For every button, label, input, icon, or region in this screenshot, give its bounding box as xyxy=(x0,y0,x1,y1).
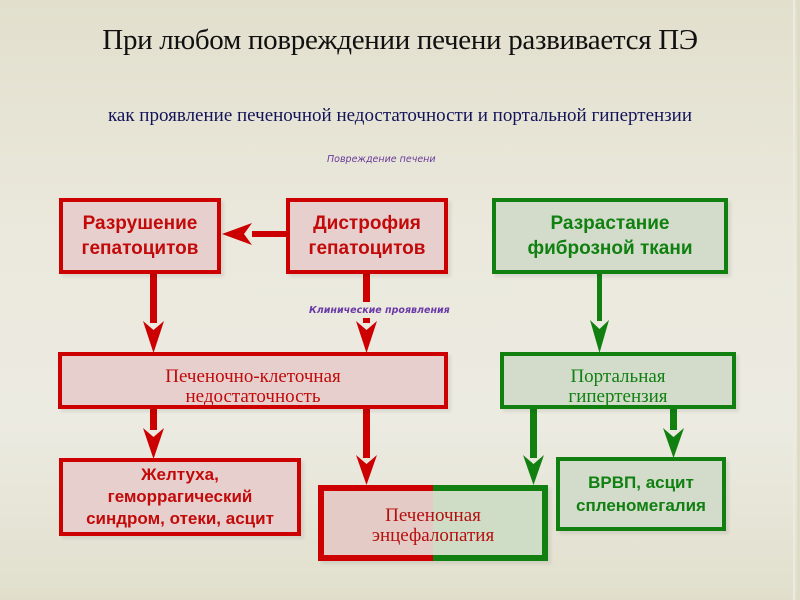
box-hepatocyte-dystrophy: Дистрофия гепатоцитов xyxy=(286,198,448,274)
slide-title: При любом повреждении печени развивается… xyxy=(102,24,698,56)
box-hepatocyte-dystrophy-text: Дистрофия гепатоцитов xyxy=(308,213,426,259)
box-fibrous-tissue-growth: Разрастание фиброзной ткани xyxy=(492,198,728,274)
arrow-portal-to-varices xyxy=(663,408,684,458)
slide-edge-band xyxy=(797,0,800,600)
box-portal-hypertension: Портальная гипертензия xyxy=(500,352,736,409)
box-fibrous-tissue-growth-text: Разрастание фиброзной ткани xyxy=(527,213,693,259)
box-hepatocyte-destruction-text: Разрушение гепатоцитов xyxy=(81,213,199,259)
arrow-liver-failure-to-jaundice xyxy=(143,408,164,459)
encephalopathy-red-half xyxy=(318,485,433,561)
arrow-portal-to-encephalopathy xyxy=(523,408,544,485)
box-portal-hypertension-text: Портальная гипертензия xyxy=(568,365,668,407)
encephalopathy-green-half xyxy=(433,485,548,561)
arrow-dystrophy-to-destruction xyxy=(222,223,288,245)
arrow-liver-failure-to-encephalopathy xyxy=(356,408,377,485)
slide-subtitle: как проявление печеночной недостаточност… xyxy=(107,105,693,126)
label-clinical-manifestations: Клинические проявления xyxy=(309,305,450,316)
box-jaundice-symptoms: Желтуха, геморрагический синдром, отеки,… xyxy=(59,458,301,536)
box-hepatic-encephalopathy: Печеночная энцефалопатия xyxy=(318,485,548,561)
box-jaundice-symptoms-text: Желтуха, геморрагический синдром, отеки,… xyxy=(86,465,274,528)
box-liver-cell-failure: Печеночно-клеточная недостаточность xyxy=(58,352,448,409)
box-varices-ascites: ВРВП, асцит спленомегалия xyxy=(556,457,726,531)
slide-edge-line xyxy=(793,0,795,600)
label-liver-damage: Повреждение печени xyxy=(327,154,436,165)
box-hepatocyte-destruction: Разрушение гепатоцитов xyxy=(59,198,221,274)
box-varices-ascites-text: ВРВП, асцит спленомегалия xyxy=(576,473,706,515)
arrow-destruction-to-liver-failure xyxy=(143,273,164,353)
box-liver-cell-failure-text: Печеночно-клеточная недостаточность xyxy=(165,365,341,407)
arrow-dystrophy-to-liver-failure xyxy=(356,273,377,353)
box-hepatic-encephalopathy-text: Печеночная энцефалопатия xyxy=(371,505,495,546)
arrow-fibrosis-to-portal-hypertension xyxy=(590,273,609,353)
